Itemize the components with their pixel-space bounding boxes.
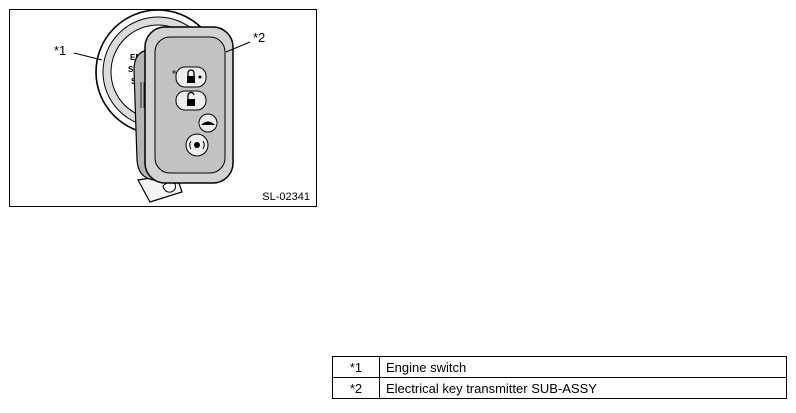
legend-description: Engine switch [379, 356, 787, 378]
key-transmitter [133, 26, 234, 203]
legend-description: Electrical key transmitter SUB-ASSY [379, 377, 787, 399]
switch-text-2: ST [128, 65, 138, 74]
legend-marker: *2 [332, 377, 380, 399]
key-illustration: EN ST S [73, 10, 251, 203]
figure-id: SL-02341 [262, 191, 310, 203]
leader-line-2 [225, 41, 251, 53]
legend-table: *1 Engine switch *2 Electrical key trans… [332, 356, 787, 399]
figure-frame: EN ST S [9, 9, 317, 207]
table-row: *1 Engine switch [332, 356, 787, 378]
table-row: *2 Electrical key transmitter SUB-ASSY [332, 377, 787, 399]
callout-2: *2 [253, 30, 266, 45]
callout-1: *1 [54, 43, 67, 58]
switch-text-1: EN [130, 53, 141, 62]
leader-line-1 [73, 52, 103, 61]
legend-marker: *1 [332, 356, 380, 378]
